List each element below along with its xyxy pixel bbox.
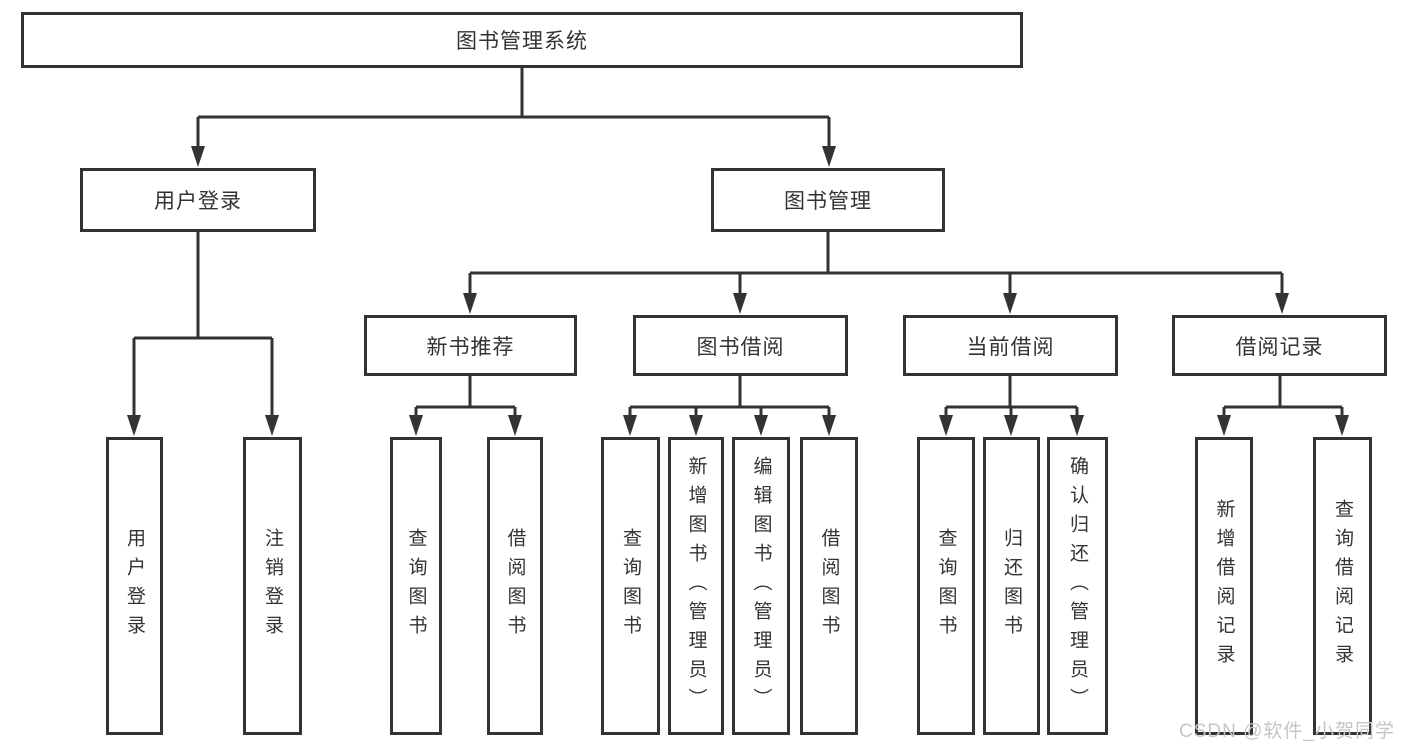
- node-user-login: 用户登录: [80, 168, 316, 232]
- node-leaf-borrow-books-recommend: 借阅图书: [487, 437, 543, 735]
- node-label: 借阅图书: [818, 528, 840, 644]
- node-label: 用户登录: [154, 190, 242, 213]
- node-leaf-query-books-current: 查询图书: [917, 437, 975, 735]
- node-book-management: 图书管理: [711, 168, 945, 232]
- node-label: 归还图书: [1001, 528, 1022, 644]
- node-leaf-add-books-admin: 新增图书（管理员）: [668, 437, 724, 735]
- node-label: 图书管理系统: [456, 30, 588, 53]
- csdn-watermark: CSDN @软件_小贺同学: [1179, 721, 1395, 742]
- node-label: 用户登录: [124, 528, 145, 644]
- node-borrow-records: 借阅记录: [1172, 315, 1387, 376]
- node-label: 注销登录: [262, 528, 283, 644]
- node-leaf-return-books: 归还图书: [983, 437, 1040, 735]
- node-label: 新增图书（管理员）: [685, 455, 707, 717]
- node-label: 当前借阅: [966, 335, 1055, 359]
- node-leaf-user-login: 用户登录: [106, 437, 163, 735]
- node-leaf-edit-books-admin: 编辑图书（管理员）: [732, 437, 790, 735]
- node-label: 确认归还（管理员）: [1067, 455, 1088, 717]
- node-library-management-system: 图书管理系统: [21, 12, 1023, 68]
- node-label: 图书管理: [784, 190, 872, 213]
- node-label: 查询图书: [935, 528, 957, 644]
- node-book-borrow: 图书借阅: [633, 315, 848, 376]
- node-label: 编辑图书（管理员）: [750, 455, 772, 717]
- node-leaf-confirm-return-admin: 确认归还（管理员）: [1047, 437, 1108, 735]
- connector-segments: [132, 68, 1344, 420]
- node-label: 查询借阅记录: [1332, 499, 1353, 673]
- node-label: 借阅记录: [1235, 335, 1324, 359]
- node-label: 图书借阅: [696, 335, 785, 359]
- node-label: 查询图书: [405, 528, 427, 644]
- node-leaf-query-books-recommend: 查询图书: [390, 437, 442, 735]
- node-current-borrow: 当前借阅: [903, 315, 1118, 376]
- node-label: 借阅图书: [504, 528, 526, 644]
- node-leaf-logout: 注销登录: [243, 437, 302, 735]
- node-new-book-recommend: 新书推荐: [364, 315, 577, 376]
- node-leaf-query-books-borrow: 查询图书: [601, 437, 660, 735]
- node-leaf-query-borrow-record: 查询借阅记录: [1313, 437, 1372, 735]
- node-leaf-add-borrow-record: 新增借阅记录: [1195, 437, 1253, 735]
- node-label: 新增借阅记录: [1213, 499, 1235, 673]
- node-label: 新书推荐: [426, 335, 515, 359]
- node-leaf-borrow-books: 借阅图书: [800, 437, 858, 735]
- node-label: 查询图书: [620, 528, 641, 644]
